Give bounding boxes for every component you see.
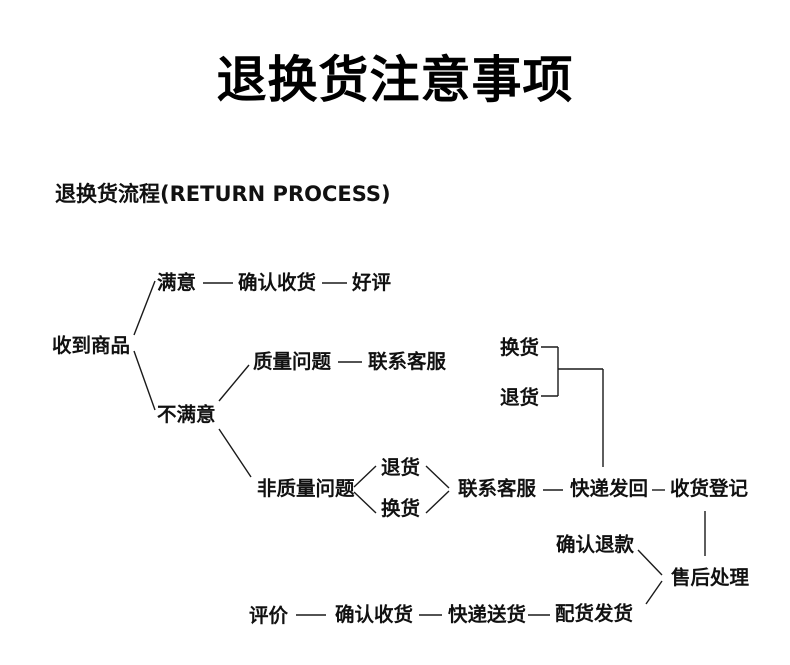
node-receipt-registration: 收货登记: [670, 477, 749, 500]
edge-unsatisfied-quality-issue: [218, 364, 250, 402]
node-dispatch-shipment: 配货发货: [555, 602, 634, 625]
node-exchange-lower: 换货: [381, 497, 421, 520]
node-good-review: 好评: [352, 271, 392, 294]
node-confirm-refund: 确认退款: [556, 533, 635, 556]
node-received-goods: 收到商品: [52, 334, 131, 357]
node-after-sales-handling: 售后处理: [671, 566, 750, 589]
node-exchange-upper: 换货: [500, 336, 540, 359]
edge-non-quality-return: [353, 465, 377, 488]
edge-unsatisfied-non-quality-issue: [218, 428, 252, 478]
node-return-upper: 退货: [500, 386, 540, 409]
node-courier-send-back: 快递发回: [570, 477, 649, 500]
page-title: 退换货注意事项: [216, 51, 574, 109]
edge-exchange-contact-service: [425, 490, 450, 514]
node-satisfied: 满意: [157, 271, 197, 294]
edge-received-goods-satisfied: [133, 280, 156, 336]
node-courier-delivery: 快递送货: [448, 603, 527, 626]
node-confirm-receipt-top: 确认收货: [238, 271, 317, 294]
node-contact-service-mid: 联系客服: [368, 350, 447, 373]
node-contact-service-bottom: 联系客服: [458, 477, 537, 500]
node-quality-issue: 质量问题: [253, 350, 332, 373]
edge-non-quality-exchange: [353, 491, 377, 514]
section-subtitle: 退换货流程(RETURN PROCESS): [55, 182, 391, 206]
node-return-lower: 退货: [381, 456, 421, 479]
edge-dispatch-after-sales: [645, 580, 663, 605]
node-unsatisfied: 不满意: [157, 403, 216, 426]
node-non-quality-issue: 非质量问题: [257, 477, 355, 500]
edge-confirm-refund-after-sales: [637, 549, 663, 576]
edge-return-contact-service: [425, 465, 450, 489]
edge-received-goods-unsatisfied: [133, 350, 156, 411]
node-evaluation: 评价: [249, 604, 289, 627]
node-confirm-receipt-bottom: 确认收货: [335, 603, 414, 626]
